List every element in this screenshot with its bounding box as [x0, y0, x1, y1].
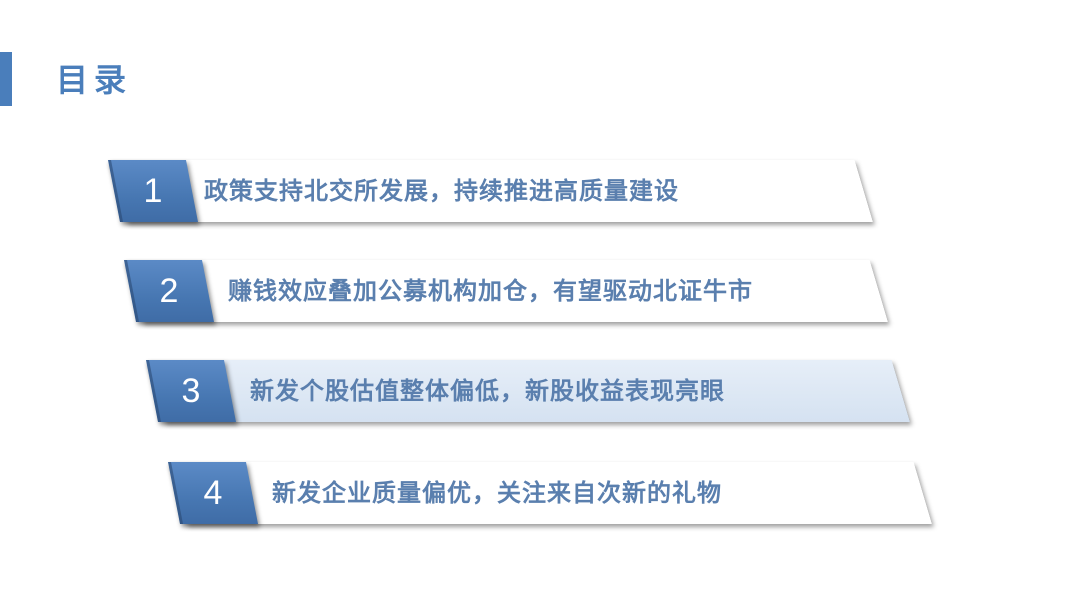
toc-label: 赚钱效应叠加公募机构加仓，有望驱动北证牛市	[228, 276, 753, 305]
toc-item-background	[108, 160, 873, 222]
toc-number: 1	[143, 172, 163, 210]
page-title: 目录	[56, 61, 133, 99]
toc-number: 4	[203, 474, 223, 512]
toc-item-4[interactable]: 4 新发企业质量偏优，关注来自次新的礼物	[168, 462, 932, 524]
toc-number-box: 1	[108, 160, 198, 222]
toc-item-background	[124, 260, 888, 322]
title-accent-bar	[0, 52, 12, 106]
toc-label: 新发个股估值整体偏低，新股收益表现亮眼	[250, 376, 725, 405]
toc-item-background	[146, 360, 910, 422]
toc-label: 新发企业质量偏优，关注来自次新的礼物	[272, 478, 722, 507]
toc-number-box: 3	[146, 360, 236, 422]
toc-number-box: 4	[168, 462, 258, 524]
toc-item-background	[168, 462, 932, 524]
toc-item-1[interactable]: 1 政策支持北交所发展，持续推进高质量建设	[108, 160, 873, 222]
toc-item-2[interactable]: 2 赚钱效应叠加公募机构加仓，有望驱动北证牛市	[124, 260, 888, 322]
toc-number-box: 2	[124, 260, 214, 322]
toc-item-3[interactable]: 3 新发个股估值整体偏低，新股收益表现亮眼	[146, 360, 910, 422]
toc-number: 2	[159, 272, 179, 310]
toc-label: 政策支持北交所发展，持续推进高质量建设	[204, 176, 679, 205]
toc-number: 3	[181, 372, 201, 410]
